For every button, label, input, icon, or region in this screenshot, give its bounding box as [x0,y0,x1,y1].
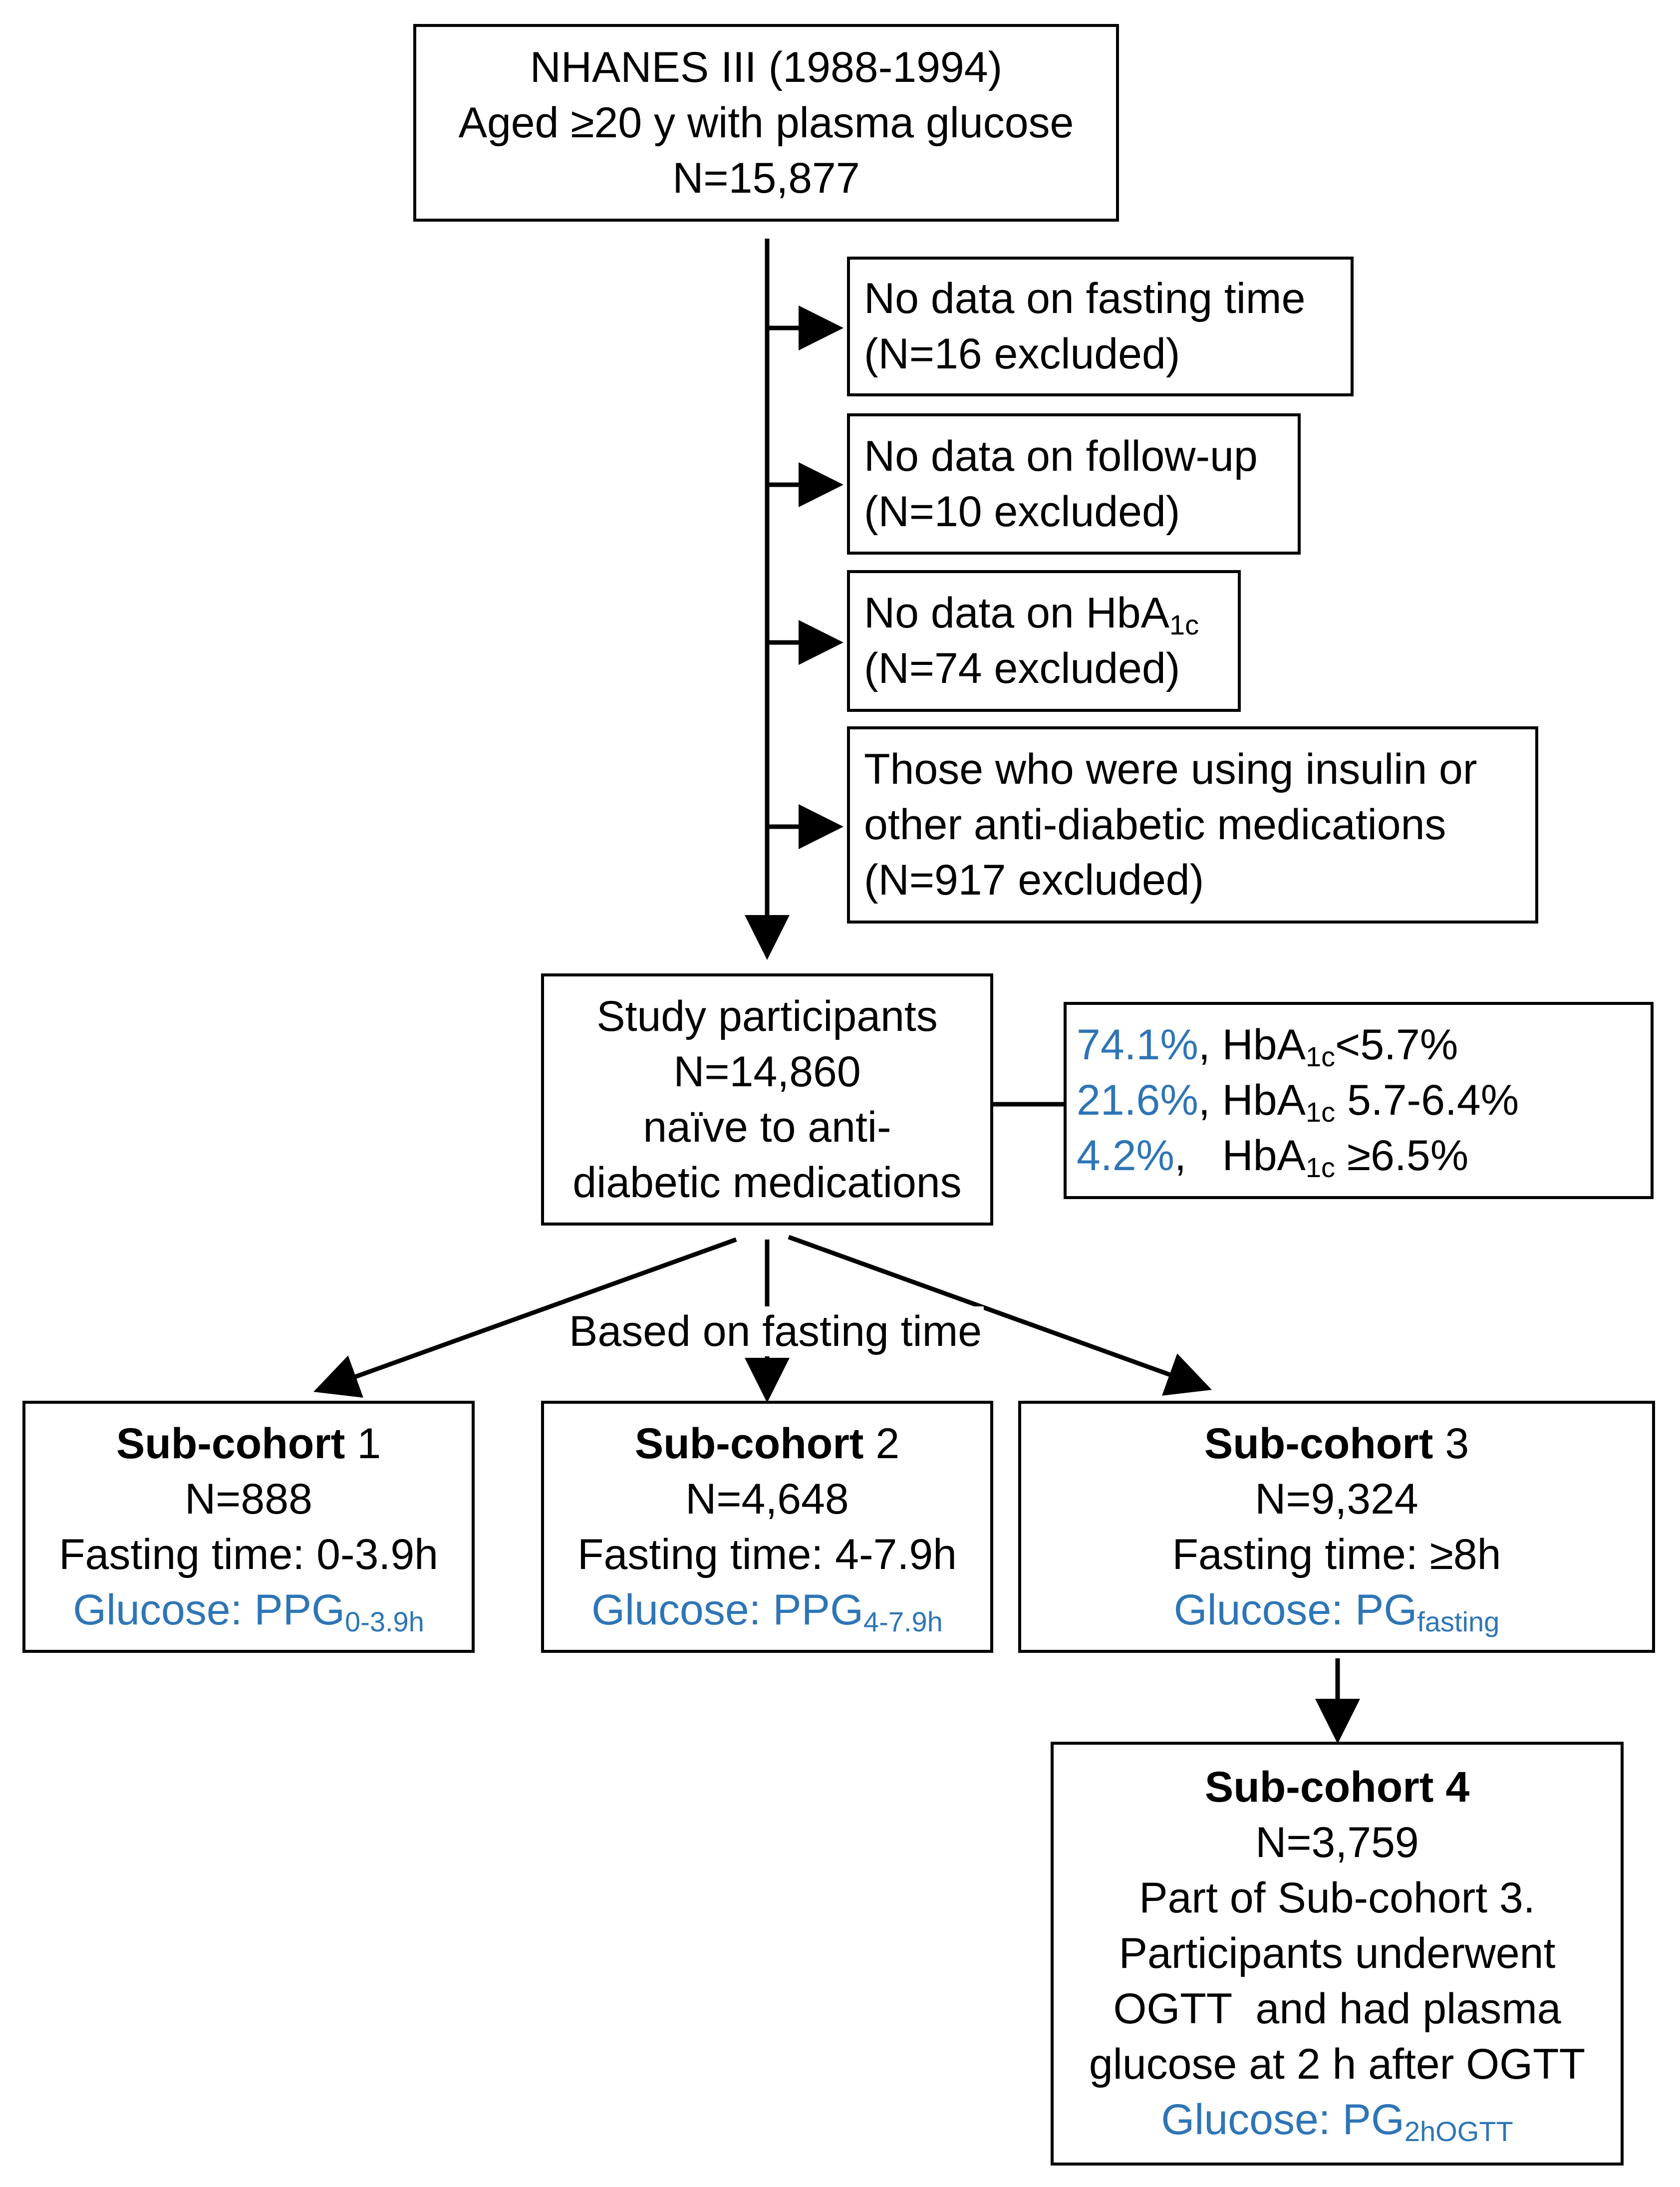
subcohort-count: N=9,324 [1255,1475,1418,1523]
subcohort-glucose: Glucose: PGfasting [1173,1585,1500,1637]
exclusion-box-follow-up: No data on follow-up (N=10 excluded) [847,413,1301,555]
source-count: N=15,877 [672,154,860,202]
subcohort-desc: glucose at 2 h after OGTT [1089,2040,1586,2088]
source-title: NHANES III (1988-1994) [530,43,1003,91]
split-arrow-3 [788,1235,1212,1396]
exclusion-reason: Those who were using insulin or [864,745,1477,793]
subcohort-title: Sub-cohort 3 [1204,1419,1469,1468]
subcohort-desc: OGTT and had plasma [1113,1985,1561,2033]
subcohort-fasting: Fasting time: 0-3.9h [58,1530,439,1578]
exclusion-reason: No data on follow-up [864,432,1258,480]
source-criteria: Aged ≥20 y with plasma glucose [458,98,1074,147]
exclusion-box-hba1c: No data on HbA1c (N=74 excluded) [847,570,1241,712]
study-desc-cont: diabetic medications [572,1158,962,1207]
hba1c-row: 74.1%, HbA1c<5.7% [1077,1021,1458,1072]
study-count: N=14,860 [673,1047,861,1096]
subcohort-fasting: Fasting time: 4-7.9h [577,1530,957,1578]
hba1c-row: 21.6%, HbA1c 5.7-6.4% [1077,1076,1519,1128]
exclusion-count: (N=917 excluded) [864,856,1204,904]
subcohort-glucose: Glucose: PG2hOGTT [1161,2096,1513,2147]
exclusion-reason-cont: other anti-diabetic medications [864,801,1446,849]
subcohort-title: Sub-cohort 2 [634,1419,900,1468]
exclusion-reason: No data on fasting time [864,275,1306,322]
exclusion-reason: No data on HbA1c [864,589,1199,640]
subcohort-fasting: Fasting time: ≥8h [1172,1530,1501,1578]
study-title: Study participants [596,992,938,1040]
subcohort-glucose: Glucose: PPG4-7.9h [591,1585,943,1637]
exclusion-count: (N=74 excluded) [864,644,1180,692]
hba1c-distribution-box: 74.1%, HbA1c<5.7% 21.6%, HbA1c 5.7-6.4% … [1064,1002,1654,1199]
study-desc: naïve to anti- [643,1103,891,1151]
study-participants-box: Study participants N=14,860 naïve to ant… [541,973,993,1226]
subcohort-count: N=888 [185,1475,312,1523]
exclusion-count: (N=16 excluded) [864,330,1180,378]
subcohort-title: Sub-cohort 4 [1204,1763,1470,1811]
exclusion-box-fasting-time: No data on fasting time (N=16 excluded) [847,257,1354,396]
exclusion-count: (N=10 excluded) [864,487,1180,536]
hba1c-row: 4.2%, HbA1c ≥6.5% [1077,1132,1469,1183]
split-label: Based on fasting time [567,1306,984,1356]
subcohort-count: N=3,759 [1255,1819,1419,1867]
nhanes-source-box: NHANES III (1988-1994) Aged ≥20 y with p… [413,24,1119,222]
subcohort-1-box: Sub-cohort 1 N=888 Fasting time: 0-3.9h … [22,1401,475,1653]
subcohort-glucose: Glucose: PPG0-3.9h [73,1585,424,1637]
exclusion-box-medications: Those who were using insulin or other an… [847,726,1538,924]
subcohort-3-box: Sub-cohort 3 N=9,324 Fasting time: ≥8h G… [1018,1401,1655,1653]
split-arrow-1 [313,1237,737,1398]
subcohort-title: Sub-cohort 1 [116,1419,381,1468]
subcohort-2-box: Sub-cohort 2 N=4,648 Fasting time: 4-7.9… [541,1401,993,1653]
subcohort-desc: Participants underwent [1119,1929,1556,1977]
subcohort-count: N=4,648 [685,1475,849,1523]
subcohort-4-box: Sub-cohort 4 N=3,759 Part of Sub-cohort … [1051,1742,1624,2166]
subcohort-desc: Part of Sub-cohort 3. [1139,1874,1535,1922]
